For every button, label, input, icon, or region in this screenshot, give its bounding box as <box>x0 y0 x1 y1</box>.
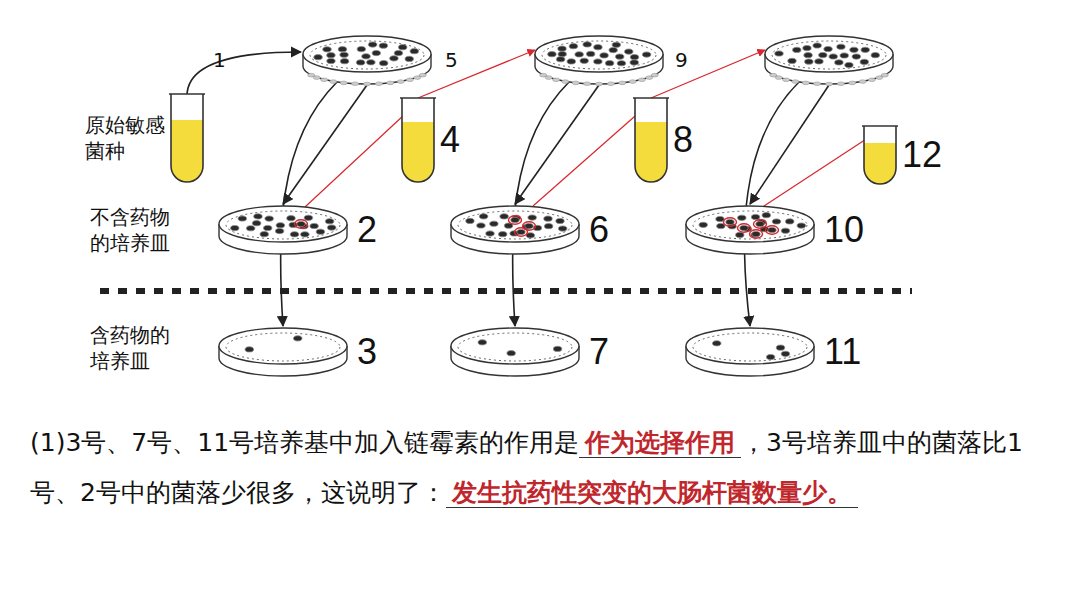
petri-dish <box>213 322 353 382</box>
petri-dish <box>529 30 669 90</box>
callout-number: 7 <box>589 332 609 372</box>
petri-dish-node: 7 <box>445 322 609 382</box>
petri-dish <box>680 322 820 382</box>
flow-arrow <box>533 102 651 206</box>
flow-arrow <box>744 82 799 326</box>
test-tube-node: 12 <box>862 124 942 186</box>
callout-number: 8 <box>673 120 693 160</box>
test-tube-node: 4 <box>400 96 460 184</box>
question-text: (1)3号、7号、11号培养基中加入链霉素的作用是 <box>30 428 579 457</box>
flow-arrow <box>187 52 301 96</box>
petri-dish-node: 11 <box>680 322 861 382</box>
test-tube <box>633 96 669 184</box>
flow-arrow <box>283 85 367 204</box>
flow-arrow <box>515 85 599 204</box>
petri-dish-node: 3 <box>213 322 377 382</box>
callout-number: 6 <box>589 210 609 250</box>
test-tube-node: 8 <box>633 96 693 184</box>
row-label: 不含药物的培养皿 <box>90 204 174 256</box>
culture-label: 1 <box>213 47 297 73</box>
answer-text: 发生抗药性突变的大肠杆菌数量少。 <box>446 478 858 508</box>
flow-arrow <box>418 50 535 98</box>
flow-arrow <box>305 102 418 207</box>
question-text: (1)3号、7号、11号培养基中加入链霉素的作用是作为选择作用，3号培养皿中的菌… <box>30 418 1055 518</box>
petri-dish <box>297 30 437 90</box>
petri-dish <box>445 200 585 260</box>
petri-dish <box>213 200 353 260</box>
petri-dish-node: 6 <box>445 200 609 260</box>
callout-number: 4 <box>440 120 460 160</box>
petri-dish <box>759 30 899 90</box>
callout-number: 12 <box>902 135 942 175</box>
row-label: 含药物的培养皿 <box>90 322 174 374</box>
flow-arrow <box>512 82 569 326</box>
flow-arrow <box>651 50 765 98</box>
petri-dish-node: 1 <box>213 30 437 90</box>
callout-number: 3 <box>357 332 377 372</box>
petri-dish <box>445 322 585 382</box>
callout-number: 2 <box>357 210 377 250</box>
flow-arrow <box>750 85 829 204</box>
answer-text: 作为选择作用 <box>579 428 741 458</box>
petri-dish-node: 5 <box>445 30 669 90</box>
petri-dish-node: 10 <box>680 200 864 260</box>
culture-label: 9 <box>675 47 759 73</box>
callout-number: 11 <box>824 332 861 372</box>
petri-dish <box>680 200 820 260</box>
petri-dish-node: 9 <box>675 30 899 90</box>
culture-label: 5 <box>445 47 529 73</box>
test-tube <box>400 96 436 184</box>
dashed-divider <box>100 288 912 294</box>
callout-number: 10 <box>824 210 864 250</box>
culture-label: 原始敏感菌种 <box>85 112 169 164</box>
test-tube <box>169 92 205 184</box>
test-tube-node: 原始敏感菌种 <box>85 92 205 184</box>
flow-arrow <box>764 130 880 206</box>
test-tube <box>862 124 898 186</box>
petri-dish-node: 2 <box>213 200 377 260</box>
